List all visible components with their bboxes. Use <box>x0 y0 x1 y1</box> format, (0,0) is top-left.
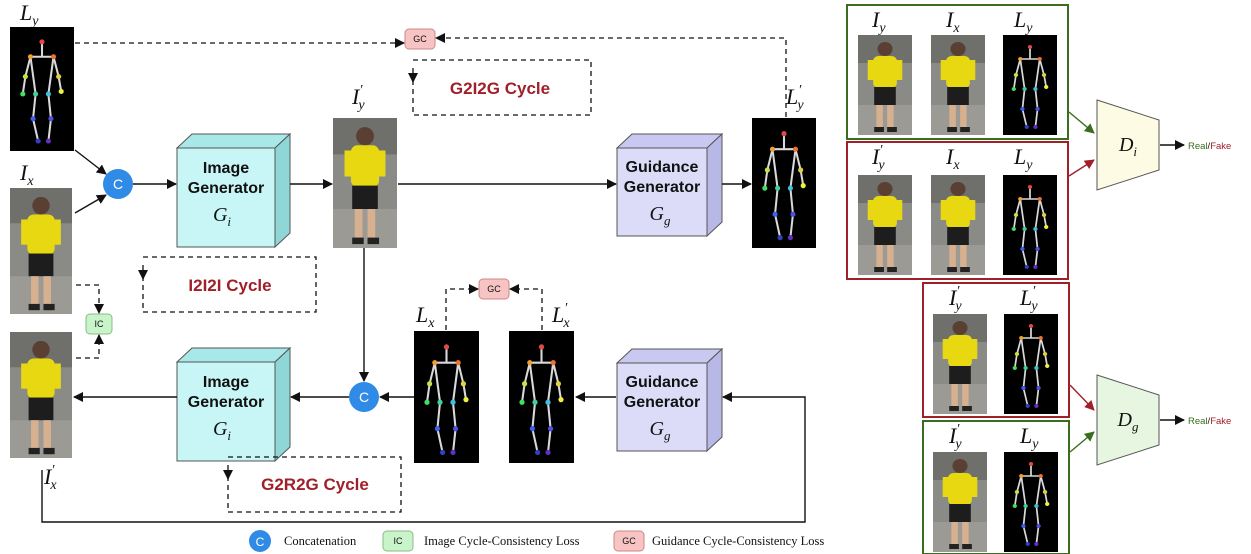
svg-text:Gg: Gg <box>650 418 671 443</box>
ic-box: IC <box>85 313 113 335</box>
g2i2g-cycle-label: G2I2G Cycle <box>450 79 550 98</box>
skeleton-ly <box>8 25 76 153</box>
svg-text:GC: GC <box>413 34 427 44</box>
svg-text:Gi: Gi <box>213 418 231 443</box>
svg-text:C: C <box>359 389 369 405</box>
svg-text:Ly: Ly <box>1013 7 1033 36</box>
svg-text:C: C <box>256 535 265 549</box>
dg-fake-pair-frame: I′y L′y <box>922 282 1070 418</box>
guidance-generator-title-2: Generator <box>624 179 700 196</box>
g2i2g-cycle-box: G2I2G Cycle <box>408 59 592 116</box>
legend-gc-label: Guidance Cycle-Consistency Loss <box>652 534 824 548</box>
gc-box-middle: GC <box>478 278 510 300</box>
i2i2i-cycle-box: I2I2I Cycle <box>138 256 317 313</box>
guidance-generator-title-1: Guidance <box>626 374 699 391</box>
label-ix-prime: I′x <box>43 463 57 493</box>
svg-text:GC: GC <box>487 284 501 294</box>
svg-text:I′y: I′y <box>948 422 962 452</box>
image-generator-title-1: Image <box>203 374 249 391</box>
guidance-generator-top: Guidance Generator Gg <box>615 132 724 238</box>
g2r2g-cycle-box: G2R2G Cycle <box>223 456 402 513</box>
dashed-arrows <box>75 33 787 359</box>
solid-arrows <box>41 149 806 523</box>
legend-concat-label: Concatenation <box>284 534 357 548</box>
gc-box-top: GC <box>404 28 436 50</box>
di-real-pair-frame: Iy Ix Ly <box>846 4 1069 140</box>
concat-node-bottom: C <box>349 382 379 412</box>
image-generator-top: Image Generator Gi <box>175 132 292 249</box>
concat-node-top: C <box>103 169 133 199</box>
label-lx-prime: L′x <box>551 301 570 331</box>
svg-text:Ly: Ly <box>1013 144 1033 173</box>
svg-text:Gi: Gi <box>213 204 231 229</box>
i2i2i-cycle-label: I2I2I Cycle <box>188 276 271 295</box>
image-generator-title-2: Generator <box>188 180 264 197</box>
label-ix: Ix <box>19 160 34 189</box>
image-iy-prime <box>333 118 397 248</box>
skeleton-lx <box>412 329 481 465</box>
di-output-label: Real/Fake <box>1188 141 1231 152</box>
legend-concat-icon <box>249 530 271 552</box>
skeleton-ly-prime <box>750 116 818 250</box>
discriminator-di: Di <box>1096 99 1160 191</box>
svg-text:Ix: Ix <box>945 144 960 173</box>
label-ly-prime: L′y <box>785 83 804 113</box>
image-generator-bottom: Image Generator Gi <box>175 346 292 463</box>
svg-text:Gg: Gg <box>650 203 671 228</box>
svg-text:Ix: Ix <box>945 7 960 36</box>
label-lx: Lx <box>415 302 435 331</box>
di-fake-pair-frame: I′y Ix Ly <box>846 141 1069 280</box>
guidance-generator-bottom: Guidance Generator Gg <box>615 347 724 453</box>
image-ix-prime <box>10 332 72 458</box>
discriminator-arrows <box>1068 111 1185 453</box>
svg-text:IC: IC <box>95 319 105 329</box>
image-ix <box>10 188 72 314</box>
image-generator-title-2: Generator <box>188 394 264 411</box>
svg-text:Ly: Ly <box>1019 423 1039 452</box>
svg-text:L′y: L′y <box>1019 284 1038 314</box>
image-generator-title-1: Image <box>203 160 249 177</box>
guidance-generator-title-1: Guidance <box>626 159 699 176</box>
svg-text:IC: IC <box>394 536 404 546</box>
legend-ic-label: Image Cycle-Consistency Loss <box>424 534 580 548</box>
svg-text:Di: Di <box>1118 134 1137 159</box>
skeleton-lx-prime <box>507 329 576 465</box>
dg-real-pair-frame: I′y Ly <box>922 420 1070 554</box>
label-iy-prime: I′y <box>351 83 365 113</box>
guidance-generator-title-2: Generator <box>624 394 700 411</box>
svg-text:GC: GC <box>622 536 636 546</box>
legend-gc-icon <box>613 530 645 552</box>
legend: C Concatenation IC Image Cycle-Consisten… <box>249 530 824 552</box>
dg-output-label: Real/Fake <box>1188 416 1231 427</box>
legend-ic-icon <box>382 530 414 552</box>
svg-text:I′y: I′y <box>948 284 962 314</box>
label-ly: Ly <box>19 0 39 29</box>
discriminator-dg: Dg <box>1096 374 1160 466</box>
svg-text:Iy: Iy <box>871 7 886 36</box>
svg-text:Dg: Dg <box>1117 409 1139 434</box>
svg-text:I′y: I′y <box>871 143 885 173</box>
svg-text:C: C <box>113 176 123 192</box>
g2r2g-cycle-label: G2R2G Cycle <box>261 475 369 494</box>
